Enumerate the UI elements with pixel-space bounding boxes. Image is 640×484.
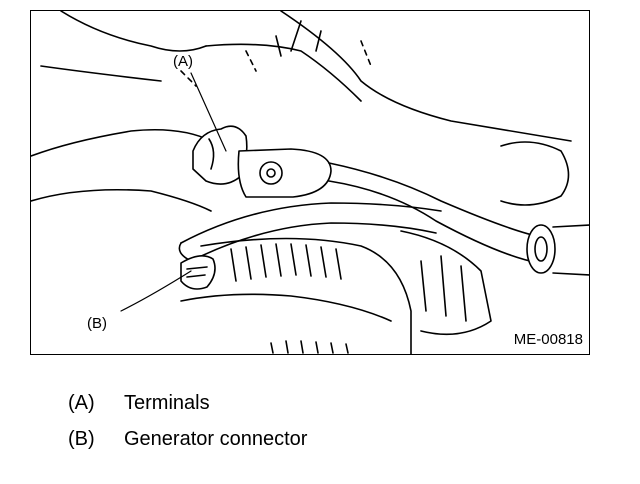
terminal-boot <box>192 125 248 185</box>
hatch <box>275 20 322 57</box>
figure-id: ME-00818 <box>513 331 583 348</box>
terminal-plate <box>237 148 332 198</box>
legend-item-terminals: (A) Terminals <box>68 392 210 414</box>
cable-lower-bottom <box>190 222 437 262</box>
cable-lower-top <box>180 202 442 244</box>
generator-illustration <box>31 11 589 354</box>
connector-detail <box>186 266 208 278</box>
diagram-figure: (A) (B) ME-00818 <box>30 10 590 355</box>
legend-key: (B) <box>68 428 95 450</box>
bracket-2 <box>31 188 212 212</box>
right-housing-ribs <box>420 255 467 322</box>
dash-2 <box>180 70 197 87</box>
leader-b <box>120 270 192 312</box>
grommet <box>526 224 556 274</box>
grommet-cable <box>552 224 589 276</box>
legend-label: Generator connector <box>124 428 308 450</box>
generator-body <box>200 237 412 354</box>
hose-right <box>500 141 570 206</box>
leader-a <box>190 72 227 152</box>
terminal-nut-inner <box>266 168 276 178</box>
cable-upper-bottom <box>328 180 540 264</box>
body-contour-top <box>60 11 207 52</box>
callout-b: (B) <box>87 315 107 332</box>
bracket <box>31 129 212 157</box>
generator-connector <box>180 255 216 290</box>
generator-fins <box>230 243 342 282</box>
generator-lower <box>180 293 392 322</box>
dash-3 <box>360 40 372 67</box>
body-contour-mid <box>205 43 362 102</box>
terminal-nut <box>259 161 283 185</box>
legend-key: (A) <box>68 392 95 414</box>
dash-1 <box>245 50 257 72</box>
pulley-marks <box>270 340 349 354</box>
callout-a: (A) <box>173 53 193 70</box>
body-contour-right <box>280 11 572 142</box>
grommet-inner <box>534 236 548 262</box>
legend-item-generator-connector: (B) Generator connector <box>68 428 307 450</box>
cable-upper-top <box>328 162 542 238</box>
body-contour-left <box>40 65 162 82</box>
terminal-boot-ring <box>208 138 215 170</box>
right-housing <box>400 230 492 336</box>
legend-label: Terminals <box>124 392 210 414</box>
